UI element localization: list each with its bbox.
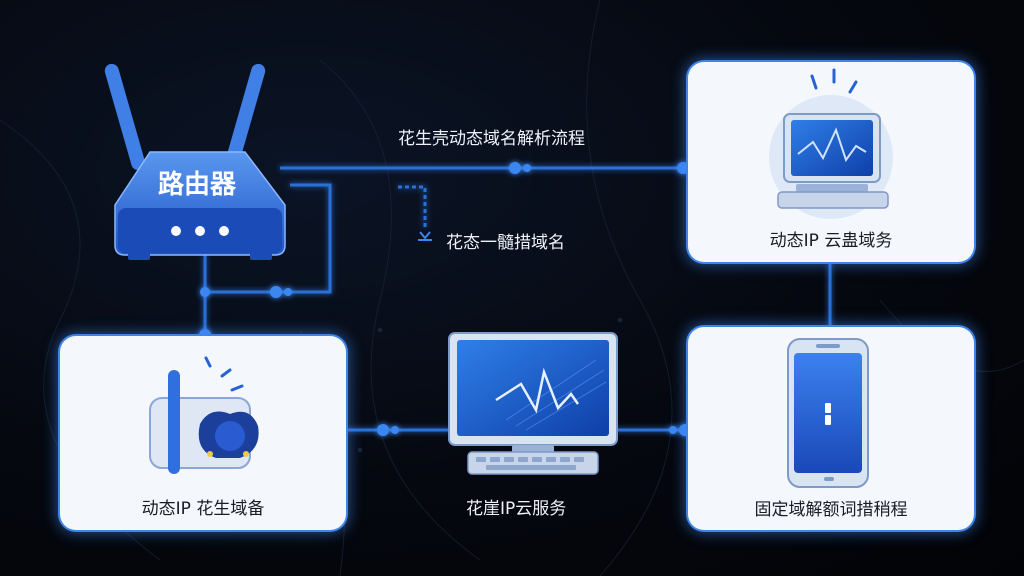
desktop-computer-icon bbox=[769, 68, 893, 219]
dynamic-ip-device-card: 动态IP 花生域备 bbox=[60, 336, 346, 530]
router-icon bbox=[104, 63, 286, 260]
flow-title: 花生壳动态域名解析流程 bbox=[398, 129, 585, 149]
dynamic-ip-cloud-card: 动态IP 云蛊域务 bbox=[688, 62, 974, 262]
dns-step-label: 花态一髓措域名 bbox=[446, 233, 565, 253]
fixed-domain-card: 固定域解额词措稍程 bbox=[688, 327, 974, 530]
ip-camera-icon bbox=[149, 356, 259, 474]
monitor-icon bbox=[448, 332, 618, 475]
fixed-domain-label: 固定域解额词措稍程 bbox=[754, 500, 908, 520]
dynamic-ip-cloud-label: 动态IP 云蛊域务 bbox=[769, 231, 893, 251]
dynamic-ip-device-label: 动态IP 花生域备 bbox=[141, 499, 265, 519]
smartphone-icon bbox=[787, 338, 869, 488]
router-label: 路由器 bbox=[158, 170, 237, 200]
dns-step-marker bbox=[418, 231, 432, 241]
monitor-label: 花崖IP云服务 bbox=[466, 499, 567, 519]
